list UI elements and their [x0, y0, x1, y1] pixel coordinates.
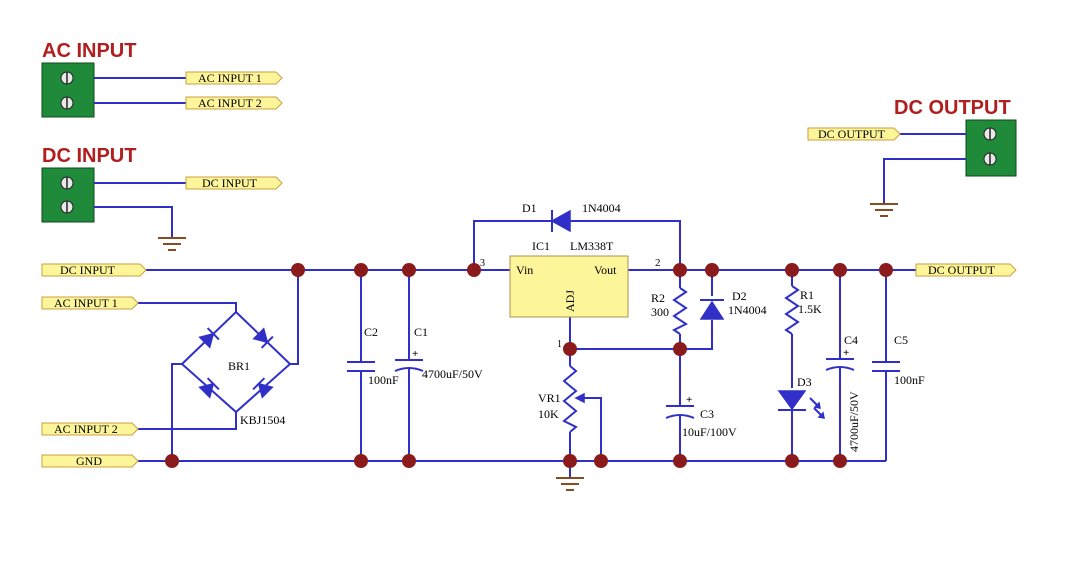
svg-text:C5: C5: [894, 333, 908, 347]
port-dc-input-top: DC INPUT: [185, 176, 283, 190]
svg-text:DC INPUT: DC INPUT: [60, 263, 116, 277]
svg-text:100nF: 100nF: [894, 373, 925, 387]
svg-text:C4: C4: [844, 333, 858, 347]
svg-text:DC INPUT: DC INPUT: [202, 176, 258, 190]
junction-nodes: [165, 263, 893, 468]
r2-resistor: R2 300: [651, 287, 688, 335]
port-ac-input-2-top: AC INPUT 2: [185, 96, 283, 110]
svg-text:Vout: Vout: [594, 263, 617, 277]
svg-text:D3: D3: [797, 375, 812, 389]
svg-text:C2: C2: [364, 325, 378, 339]
svg-text:R2: R2: [651, 291, 665, 305]
svg-text:4700uF/50V: 4700uF/50V: [847, 391, 861, 452]
svg-text:DC OUTPUT: DC OUTPUT: [928, 263, 996, 277]
d2-diode: D2 1N4004: [699, 289, 767, 320]
dc-output-terminal-block: [965, 119, 1017, 177]
d3-led: D3: [777, 375, 825, 419]
port-gnd-main: GND: [41, 454, 139, 468]
svg-text:AC INPUT 2: AC INPUT 2: [198, 96, 262, 110]
svg-text:DC OUTPUT: DC OUTPUT: [818, 127, 886, 141]
svg-text:10uF/100V: 10uF/100V: [682, 425, 737, 439]
svg-text:ADJ: ADJ: [563, 290, 577, 312]
port-ac-input-2-main: AC INPUT 2: [41, 422, 139, 436]
svg-text:BR1: BR1: [228, 359, 250, 373]
svg-text:GND: GND: [76, 454, 102, 468]
svg-text:C1: C1: [414, 325, 428, 339]
svg-text:AC INPUT 1: AC INPUT 1: [198, 71, 262, 85]
svg-text:D2: D2: [732, 289, 747, 303]
dc-input-terminal-block: [41, 167, 95, 223]
svg-text:+: +: [686, 394, 692, 406]
ac-input-terminal-block: [41, 62, 95, 118]
c2-capacitor: C2 100nF: [347, 325, 399, 387]
port-dc-output-main: DC OUTPUT: [915, 263, 1017, 277]
svg-text:+: +: [412, 348, 418, 360]
dc-output-ground-symbol: [870, 203, 898, 217]
ac-input-heading: AC INPUT: [42, 40, 136, 62]
svg-text:3: 3: [480, 258, 485, 269]
ic1-value: LM338T: [570, 239, 614, 253]
svg-text:AC INPUT 2: AC INPUT 2: [54, 422, 118, 436]
svg-text:1: 1: [557, 339, 562, 350]
ic1-regulator: Vin Vout ADJ IC1 LM338T 3 2 1: [480, 239, 661, 350]
svg-text:1.5K: 1.5K: [798, 302, 822, 316]
svg-text:D1: D1: [522, 201, 537, 215]
dc-input-heading: DC INPUT: [42, 145, 136, 167]
c4-capacitor: C4 + 4700uF/50V: [825, 333, 861, 452]
svg-text:VR1: VR1: [538, 391, 561, 405]
svg-text:R1: R1: [800, 288, 814, 302]
svg-text:C3: C3: [700, 407, 714, 421]
vr1-potentiometer: VR1 10K: [538, 365, 590, 433]
svg-text:10K: 10K: [538, 407, 559, 421]
svg-text:300: 300: [651, 305, 669, 319]
c1-capacitor: C1 + 4700uF/50V: [394, 325, 483, 381]
br1-bridge-rectifier: BR1 KBJ1504: [180, 310, 292, 427]
svg-text:4700uF/50V: 4700uF/50V: [422, 367, 483, 381]
svg-text:Vin: Vin: [516, 263, 533, 277]
svg-text:+: +: [843, 347, 849, 359]
port-dc-output-top: DC OUTPUT: [807, 127, 901, 141]
ic1-ref: IC1: [532, 239, 550, 253]
svg-text:KBJ1504: KBJ1504: [240, 413, 285, 427]
svg-text:2: 2: [655, 257, 661, 269]
dc-input-ground-symbol: [158, 237, 186, 251]
c3-capacitor: + C3 10uF/100V: [665, 394, 737, 439]
port-dc-input-main: DC INPUT: [41, 263, 147, 277]
d1-diode: D1 1N4004: [522, 201, 621, 233]
port-ac-input-1-top: AC INPUT 1: [185, 71, 283, 85]
port-ac-input-1-main: AC INPUT 1: [41, 296, 139, 310]
c5-capacitor: C5 100nF: [872, 333, 925, 387]
dc-output-heading: DC OUTPUT: [894, 97, 1011, 119]
r1-resistor: R1 1.5K: [784, 285, 822, 335]
svg-text:AC INPUT 1: AC INPUT 1: [54, 296, 118, 310]
svg-text:1N4004: 1N4004: [728, 303, 767, 317]
svg-text:1N4004: 1N4004: [582, 201, 621, 215]
svg-text:100nF: 100nF: [368, 373, 399, 387]
